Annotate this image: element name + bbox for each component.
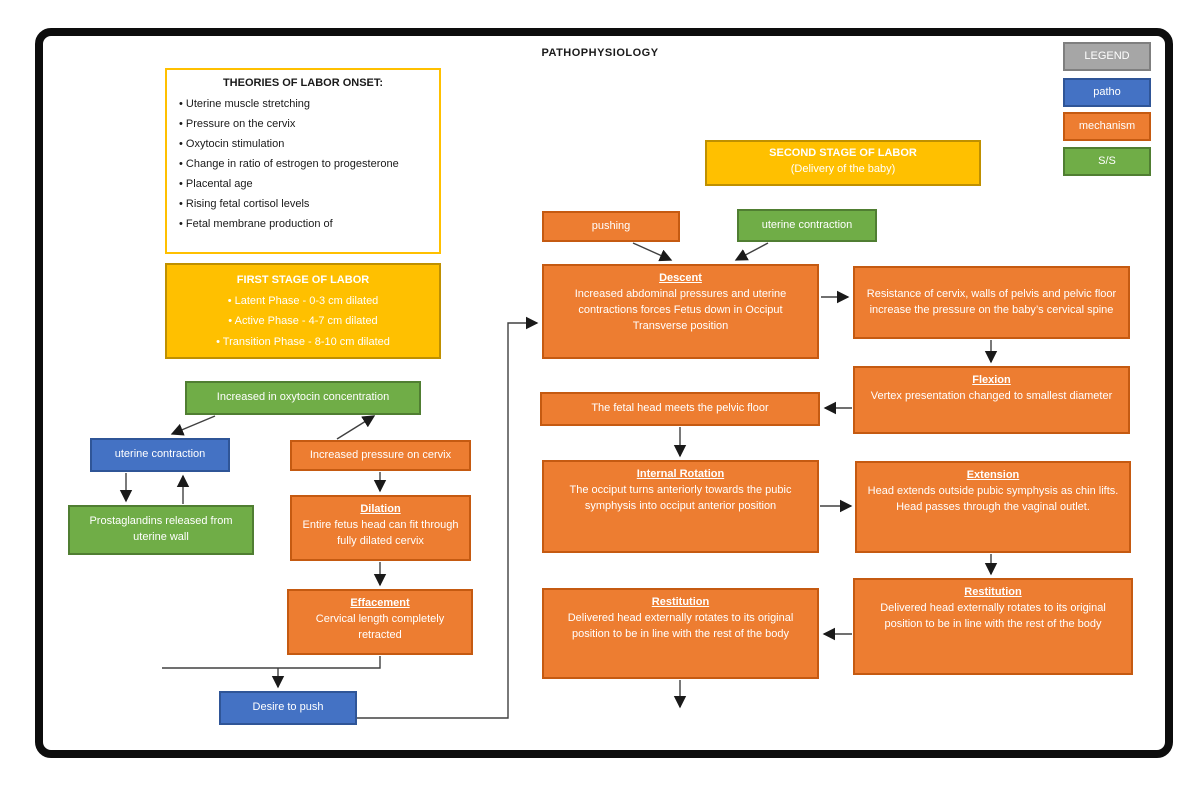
theory-item: Oxytocin stimulation [179, 134, 419, 154]
node-descent: Descent Increased abdominal pressures an… [542, 264, 819, 359]
restitution-left-title: Restitution [651, 596, 710, 608]
node-effacement: Effacement Cervical length completely re… [287, 589, 473, 655]
theory-item: Rising fetal cortisol levels [179, 194, 419, 214]
first-stage-item: Transition Phase - 8-10 cm dilated [167, 332, 439, 353]
theory-item: Uterine muscle stretching [179, 94, 419, 114]
first-stage-title: FIRST STAGE OF LABOR [236, 274, 370, 286]
node-oxytocin-concentration: Increased in oxytocin concentration [185, 381, 421, 415]
dilation-body: Entire fetus head can fit through fully … [302, 518, 459, 547]
diagram-frame [35, 28, 1173, 758]
page-title: PATHOPHYSIOLOGY [541, 47, 659, 59]
second-stage-title: SECOND STAGE OF LABOR [769, 147, 917, 159]
node-prostaglandins: Prostaglandins released from uterine wal… [68, 505, 254, 555]
node-restitution-right: Restitution Delivered head externally ro… [853, 578, 1133, 675]
legend-item-ss: S/S [1063, 147, 1151, 176]
node-extension: Extension Head extends outside pubic sym… [855, 461, 1131, 553]
theory-item: Placental age [179, 174, 419, 194]
theory-item: Change in ratio of estrogen to progester… [179, 154, 419, 174]
flexion-title: Flexion [972, 374, 1011, 386]
node-resistance: Resistance of cervix, walls of pelvis an… [853, 266, 1130, 339]
node-desire-to-push: Desire to push [219, 691, 357, 725]
restitution-right-title: Restitution [964, 586, 1022, 598]
extension-title: Extension [966, 469, 1020, 481]
second-stage-of-labor-box: SECOND STAGE OF LABOR (Delivery of the b… [705, 140, 981, 186]
node-fetal-head-pelvic-floor: The fetal head meets the pelvic floor [540, 392, 820, 426]
first-stage-item: Active Phase - 4-7 cm dilated [167, 311, 439, 332]
dilation-title: Dilation [360, 503, 401, 515]
node-internal-rotation: Internal Rotation The occiput turns ante… [542, 460, 819, 553]
node-flexion: Flexion Vertex presentation changed to s… [853, 366, 1130, 434]
node-dilation: Dilation Entire fetus head can fit throu… [290, 495, 471, 561]
flexion-body: Vertex presentation changed to smallest … [870, 389, 1113, 402]
second-stage-subtitle: (Delivery of the baby) [790, 162, 896, 175]
extension-body: Head extends outside pubic symphysis as … [867, 484, 1119, 513]
restitution-left-body: Delivered head externally rotates to its… [567, 611, 794, 640]
first-stage-item: Latent Phase - 0-3 cm dilated [167, 291, 439, 312]
node-uterine-contraction-left: uterine contraction [90, 438, 230, 472]
theories-list: Uterine muscle stretching Pressure on th… [167, 94, 427, 234]
descent-body: Increased abdominal pressures and uterin… [574, 287, 787, 332]
node-uterine-contraction-right: uterine contraction [737, 209, 877, 242]
legend-header: LEGEND [1063, 42, 1151, 71]
theory-item: Pressure on the cervix [179, 114, 419, 134]
descent-title: Descent [659, 272, 702, 284]
node-increased-pressure-cervix: Increased pressure on cervix [290, 440, 471, 471]
internal-rotation-title: Internal Rotation [636, 468, 725, 480]
first-stage-list: Latent Phase - 0-3 cm dilated Active Pha… [167, 291, 439, 353]
theory-item: Fetal membrane production of [179, 214, 419, 234]
legend-item-patho: patho [1063, 78, 1151, 107]
internal-rotation-body: The occiput turns anteriorly towards the… [569, 483, 792, 512]
node-restitution-left: Restitution Delivered head externally ro… [542, 588, 819, 679]
effacement-title: Effacement [350, 597, 410, 609]
theories-of-labor-onset-box: THEORIES OF LABOR ONSET: Uterine muscle … [165, 68, 441, 254]
legend-item-mechanism: mechanism [1063, 112, 1151, 141]
node-pushing: pushing [542, 211, 680, 242]
first-stage-of-labor-box: FIRST STAGE OF LABOR Latent Phase - 0-3 … [165, 263, 441, 359]
theories-title: THEORIES OF LABOR ONSET: [222, 77, 384, 89]
effacement-body: Cervical length completely retracted [315, 612, 445, 641]
restitution-right-body: Delivered head externally rotates to its… [880, 601, 1106, 630]
